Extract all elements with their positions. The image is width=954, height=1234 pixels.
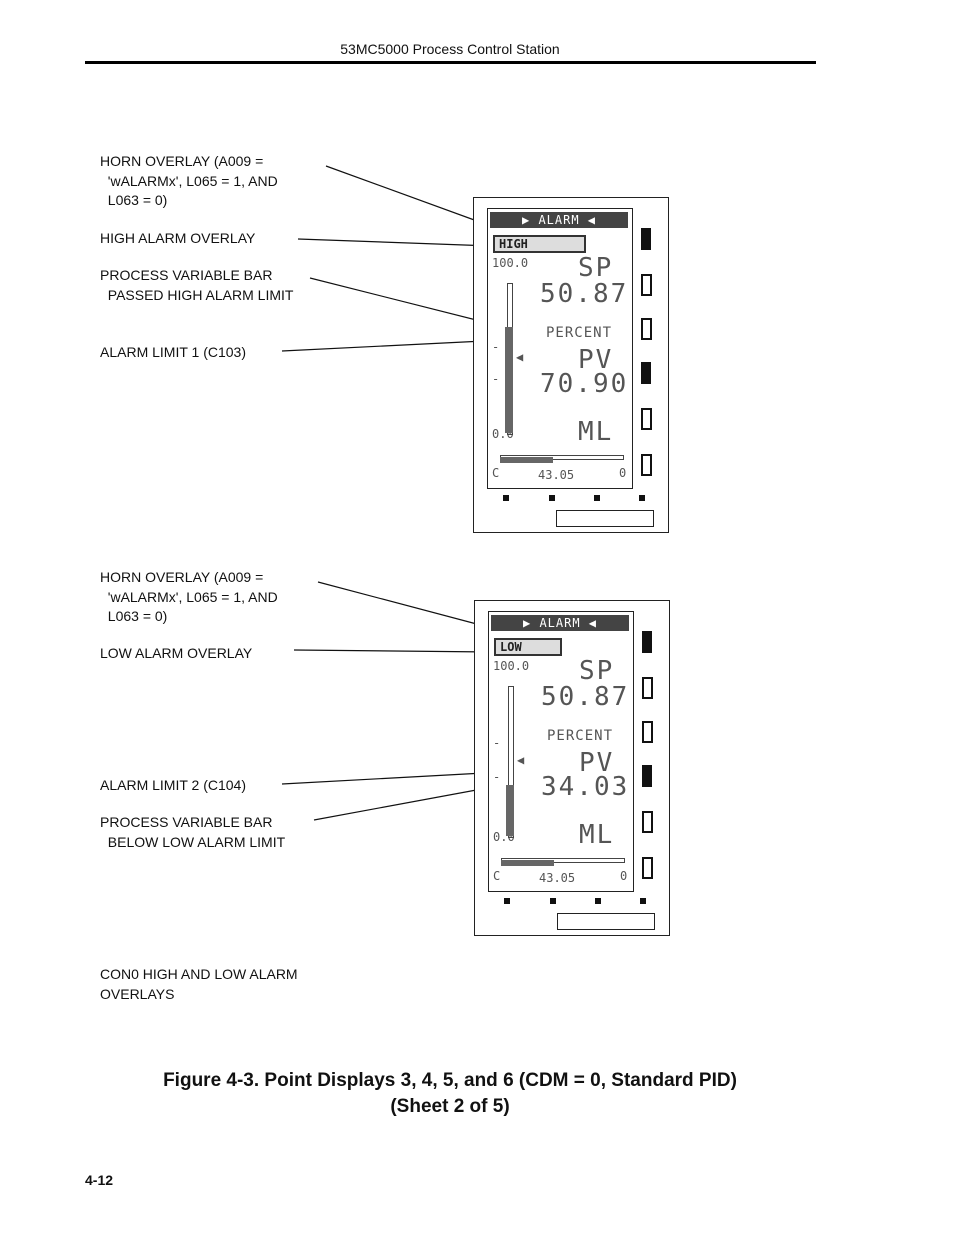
alarm-header-label: ALARM (539, 616, 581, 630)
pv-bar-track (508, 686, 514, 838)
callout-horn-overlay-bottom: HORN OVERLAY (A009 = 'wALARMx', L065 = 1… (100, 569, 278, 624)
scale-max: 100.0 (493, 659, 530, 673)
soft-key-1[interactable] (504, 898, 510, 904)
leader-horn-top (325, 165, 489, 226)
raise-button[interactable] (642, 677, 653, 699)
function-button[interactable] (641, 362, 651, 384)
alarm-header-bar: ▶ ALARM ◀ (490, 212, 628, 228)
figure-title-line2: (Sheet 2 of 5) (390, 1096, 510, 1117)
pv-label: PV (578, 345, 614, 375)
output-value: 43.05 (538, 468, 575, 482)
callout-high-alarm-overlay: HIGH ALARM OVERLAY (100, 230, 256, 246)
display-select-button[interactable] (641, 228, 651, 250)
page-header-title: 53MC5000 Process Control Station (340, 41, 560, 57)
scale-max: 100.0 (492, 256, 529, 270)
output-o-label: 0 (619, 466, 627, 480)
callout-horn-overlay-top: HORN OVERLAY (A009 = 'wALARMx', L065 = 1… (100, 153, 278, 208)
soft-key-3[interactable] (595, 898, 601, 904)
leader-horn-bottom (317, 581, 489, 628)
leader-limit2 (281, 772, 485, 785)
output-o-label: 0 (620, 869, 628, 883)
right-arrow-button[interactable] (641, 454, 652, 476)
function-button[interactable] (642, 765, 652, 787)
alarm-limit-1-mark: - (493, 736, 501, 750)
output-c-label: C (493, 869, 501, 883)
callout-pv-bar-high: PROCESS VARIABLE BAR PASSED HIGH ALARM L… (100, 267, 294, 303)
leader-high-alarm (297, 238, 493, 247)
soft-key-1[interactable] (503, 495, 509, 501)
soft-key-4[interactable] (640, 898, 646, 904)
alarm-header-bar: ▶ ALARM ◀ (491, 615, 629, 631)
soft-key-4[interactable] (639, 495, 645, 501)
sp-label: SP (578, 253, 614, 283)
soft-key-2[interactable] (550, 898, 556, 904)
figure-title-line1: Figure 4-3. Point Displays 3, 4, 5, and … (163, 1070, 737, 1091)
pv-value: 34.03 (541, 772, 630, 802)
raise-button[interactable] (641, 274, 652, 296)
leader-pv-bar-top (309, 277, 505, 328)
left-arrow-button[interactable] (642, 811, 653, 833)
sp-value: 50.87 (540, 279, 629, 309)
lower-button[interactable] (642, 721, 653, 743)
station-faceplate-top: ▶ ALARM ◀ HIGH 100.0 SP 50.87 PERCENT PV… (473, 197, 669, 533)
pv-value: 70.90 (540, 369, 629, 399)
pv-bar-fill (506, 784, 514, 836)
soft-key-2[interactable] (549, 495, 555, 501)
header-rule (85, 61, 816, 64)
alarm-header-label: ALARM (538, 213, 580, 227)
right-arrow-button[interactable] (642, 857, 653, 879)
display-select-button[interactable] (642, 631, 652, 653)
sp-label: SP (579, 656, 615, 686)
alarm-limit-1-mark: - (492, 340, 500, 354)
soft-key-3[interactable] (594, 495, 600, 501)
lcd-screen-bottom: ▶ ALARM ◀ LOW 100.0 SP 50.87 PERCENT PV … (488, 611, 634, 892)
label-slot (557, 913, 655, 930)
callout-alarm-limit-2: ALARM LIMIT 2 (C104) (100, 777, 247, 793)
leader-low-alarm (293, 649, 493, 653)
alarm-limit-2-mark: - (492, 372, 500, 386)
output-bar-fill (501, 860, 554, 866)
callout-low-alarm-overlay: LOW ALARM OVERLAY (100, 645, 253, 661)
output-c-label: C (492, 466, 500, 480)
output-value: 43.05 (539, 871, 576, 885)
leader-pv-bar-bottom (313, 785, 499, 821)
left-arrow-button[interactable] (641, 408, 652, 430)
label-slot (556, 510, 654, 527)
figure-subcaption: CON0 HIGH AND LOW ALARM OVERLAYS (100, 966, 298, 1002)
output-bar-fill (500, 457, 553, 463)
setpoint-pointer-icon: ◀ (517, 753, 525, 767)
leader-limit1 (281, 340, 485, 352)
low-alarm-overlay: LOW (494, 638, 562, 656)
sp-value: 50.87 (541, 682, 630, 712)
mode-label: ML (579, 820, 615, 850)
high-alarm-overlay: HIGH (493, 235, 586, 253)
callout-alarm-limit-1: ALARM LIMIT 1 (C103) (100, 344, 247, 360)
units-label: PERCENT (547, 728, 614, 744)
station-faceplate-bottom: ▶ ALARM ◀ LOW 100.0 SP 50.87 PERCENT PV … (474, 600, 670, 936)
mode-label: ML (578, 417, 614, 447)
pv-bar-fill (505, 326, 513, 433)
lcd-screen-top: ▶ ALARM ◀ HIGH 100.0 SP 50.87 PERCENT PV… (487, 208, 633, 489)
page-number: 4-12 (85, 1172, 114, 1188)
setpoint-pointer-icon: ◀ (516, 350, 524, 364)
alarm-limit-2-mark: - (493, 770, 501, 784)
units-label: PERCENT (546, 325, 613, 341)
callout-pv-bar-low: PROCESS VARIABLE BAR BELOW LOW ALARM LIM… (100, 814, 286, 850)
lower-button[interactable] (641, 318, 652, 340)
pv-label: PV (579, 748, 615, 778)
